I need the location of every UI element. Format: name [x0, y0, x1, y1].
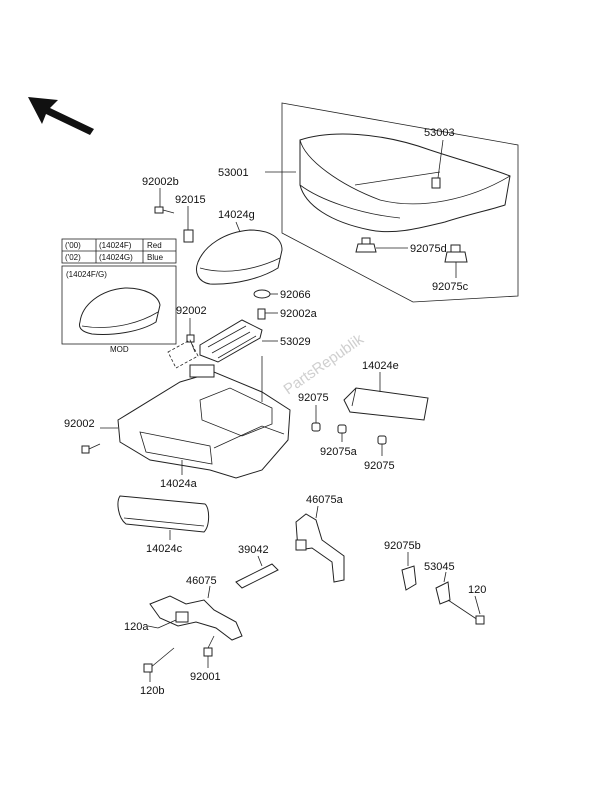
leader-14024g	[235, 221, 241, 233]
label-92015: 92015	[175, 194, 206, 206]
label-92075-2: 92075	[364, 460, 395, 472]
leader-120	[474, 595, 481, 615]
bolt-92001	[203, 635, 215, 657]
color-table	[61, 238, 177, 264]
damper-92075c	[444, 244, 468, 263]
label-46075a: 46075a	[306, 494, 344, 506]
label-92001: 92001	[190, 671, 221, 683]
leader-46075	[207, 585, 211, 599]
leader-53003	[437, 139, 444, 179]
label-53045: 53045	[424, 561, 455, 573]
leader-46075a	[315, 505, 319, 519]
bolt-92002b	[154, 206, 175, 214]
label-46075: 46075	[186, 575, 217, 587]
label-53029: 53029	[280, 336, 311, 348]
color-table-year-02: ('02)	[65, 253, 81, 262]
grommet-92075-2	[377, 435, 387, 445]
color-table-year-00: ('00)	[65, 241, 81, 250]
bolt-92002a	[257, 308, 266, 320]
tail-cowl-14024a	[117, 356, 291, 479]
damper-92075d	[355, 237, 377, 253]
label-39042: 39042	[238, 544, 269, 556]
bracket-46075a	[295, 513, 345, 583]
label-92002-left: 92002	[64, 418, 95, 430]
label-120a: 120a	[124, 621, 149, 633]
hinge-46075	[149, 595, 243, 641]
screw-92002-top	[186, 334, 196, 353]
bracket-92075b	[401, 565, 417, 591]
label-92075a: 92075a	[320, 446, 358, 458]
label-53003: 53003	[424, 127, 455, 139]
bolt-120b	[143, 647, 175, 673]
leader-53045	[443, 571, 447, 583]
bolt-120	[447, 599, 485, 625]
label-120: 120	[468, 584, 486, 596]
bolt-120a	[157, 619, 177, 629]
color-table-color-blue: Blue	[147, 253, 164, 262]
inset-label: (14024F/G)	[66, 270, 107, 279]
direction-arrow-icon	[28, 97, 94, 135]
cap-92066	[253, 289, 271, 299]
main-seat	[299, 133, 511, 233]
label-92075d: 92075d	[410, 243, 447, 255]
clip-92015	[183, 229, 194, 243]
label-14024c: 14024c	[146, 543, 183, 555]
inset-box	[61, 265, 177, 345]
bracket-53045	[435, 581, 451, 605]
rod-39042	[235, 563, 279, 589]
color-table-code-f: (14024F)	[99, 241, 132, 250]
screw-92002-left	[81, 443, 101, 454]
leader-120a	[147, 625, 159, 629]
label-92002b: 92002b	[142, 176, 179, 188]
leader-39042	[257, 555, 263, 567]
seat-group-frame	[281, 102, 519, 303]
label-53001: 53001	[218, 167, 249, 179]
color-table-color-red: Red	[147, 241, 162, 250]
label-92002-top: 92002	[176, 305, 207, 317]
label-92075c: 92075c	[432, 281, 469, 293]
side-cover-14024e	[343, 387, 429, 421]
carrier-rack-53029	[167, 319, 263, 369]
seat-cover-14024g	[196, 229, 283, 285]
label-92075b: 92075b	[384, 540, 421, 552]
inset-caption: MOD	[110, 345, 129, 354]
label-14024e: 14024e	[362, 360, 399, 372]
label-92075-1: 92075	[298, 392, 329, 404]
side-piece-14024c	[117, 495, 210, 533]
label-14024g: 14024g	[218, 209, 255, 221]
label-14024a: 14024a	[160, 478, 198, 490]
label-120b: 120b	[140, 685, 164, 697]
label-92002a: 92002a	[280, 308, 318, 320]
label-92066: 92066	[280, 289, 311, 301]
grommet-92075a	[337, 424, 347, 434]
color-table-code-g: (14024G)	[99, 253, 133, 262]
grommet-92075-1	[311, 422, 321, 432]
